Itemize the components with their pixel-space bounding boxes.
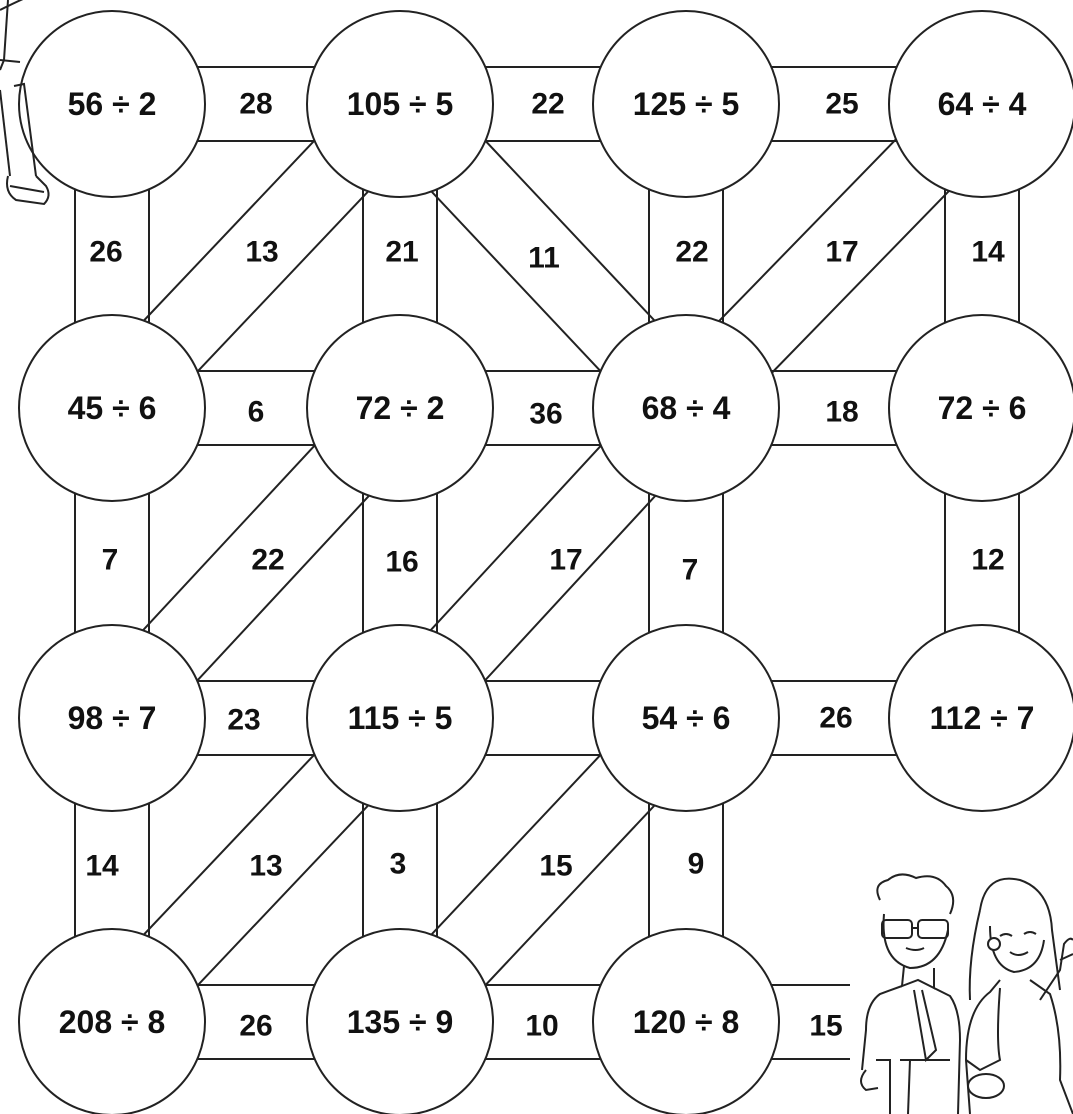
- node-division-expression: 135 ÷ 9: [347, 1004, 454, 1040]
- node-division-expression: 105 ÷ 5: [347, 86, 454, 122]
- path-value-label: 11: [528, 242, 560, 275]
- path-value-label: 21: [385, 236, 418, 269]
- node-r0c3[interactable]: 64 ÷ 4: [889, 11, 1073, 197]
- node-r2c3[interactable]: 112 ÷ 7: [889, 625, 1073, 811]
- path-value-label: 22: [251, 544, 284, 577]
- path-value-label: 36: [529, 398, 562, 431]
- path-value-label: 26: [89, 236, 122, 269]
- node-division-expression: 208 ÷ 8: [59, 1004, 166, 1040]
- path-value-label: 17: [549, 544, 582, 577]
- path-value-label: 16: [385, 546, 418, 579]
- node-division-expression: 56 ÷ 2: [68, 86, 157, 122]
- path-value-label: 10: [525, 1010, 558, 1043]
- node-r2c2[interactable]: 54 ÷ 6: [593, 625, 779, 811]
- path-value-label: 26: [239, 1010, 272, 1043]
- node-r3c1[interactable]: 135 ÷ 9: [307, 929, 493, 1114]
- node-r3c0[interactable]: 208 ÷ 8: [19, 929, 205, 1114]
- node-r1c1[interactable]: 72 ÷ 2: [307, 315, 493, 501]
- maze-path-labels: 28 22 25 26 13 21 11 22 17 14 6 36 18 7 22 16 17 7 12 23 26 1…: [85, 88, 1005, 1043]
- path-value-label: 6: [248, 396, 265, 429]
- path-value-label: 3: [390, 848, 407, 881]
- path-value-label: 17: [825, 236, 858, 269]
- node-r0c2[interactable]: 125 ÷ 5: [593, 11, 779, 197]
- path-value-label: 22: [531, 88, 564, 121]
- node-r3c2[interactable]: 120 ÷ 8: [593, 929, 779, 1114]
- path-value-label: 13: [245, 236, 278, 269]
- node-division-expression: 45 ÷ 6: [68, 390, 157, 426]
- node-division-expression: 115 ÷ 5: [348, 700, 453, 736]
- node-division-expression: 125 ÷ 5: [633, 86, 740, 122]
- node-r2c0[interactable]: 98 ÷ 7: [19, 625, 205, 811]
- path-value-label: 7: [102, 544, 119, 577]
- node-r1c3[interactable]: 72 ÷ 6: [889, 315, 1073, 501]
- path-value-label: 12: [971, 544, 1004, 577]
- node-division-expression: 68 ÷ 4: [642, 390, 731, 426]
- path-value-label: 9: [688, 848, 705, 881]
- maze-nodes: 56 ÷ 2 105 ÷ 5 125 ÷ 5 64 ÷ 4 45 ÷ 6 72 ÷ 2 68…: [19, 11, 1073, 1114]
- node-r1c0[interactable]: 45 ÷ 6: [19, 315, 205, 501]
- path-value-label: 26: [819, 702, 852, 735]
- path-value-label: 13: [249, 850, 282, 883]
- node-division-expression: 72 ÷ 6: [938, 390, 1027, 426]
- path-value-label: 22: [675, 236, 708, 269]
- path-value-label: 18: [825, 396, 858, 429]
- path-value-label: 15: [539, 850, 572, 883]
- node-division-expression: 120 ÷ 8: [633, 1004, 740, 1040]
- couple-illustration: [861, 874, 1073, 1114]
- node-r2c1[interactable]: 115 ÷ 5: [307, 625, 493, 811]
- path-value-label: 7: [682, 554, 699, 587]
- node-r0c1[interactable]: 105 ÷ 5: [307, 11, 493, 197]
- path-value-label: 25: [825, 88, 858, 121]
- node-division-expression: 72 ÷ 2: [356, 390, 445, 426]
- node-division-expression: 64 ÷ 4: [938, 86, 1027, 122]
- node-r1c2[interactable]: 68 ÷ 4: [593, 315, 779, 501]
- maze-paths: [75, 67, 1019, 1059]
- path-value-label: 14: [85, 850, 119, 883]
- path-value-label: 14: [971, 236, 1005, 269]
- path-value-label: 28: [239, 88, 272, 121]
- node-division-expression: 98 ÷ 7: [68, 700, 157, 736]
- node-division-expression: 112 ÷ 7: [930, 700, 1035, 736]
- path-value-label: 23: [227, 704, 260, 737]
- node-r0c0[interactable]: 56 ÷ 2: [19, 11, 205, 197]
- node-division-expression: 54 ÷ 6: [642, 700, 731, 736]
- path-value-label: 15: [809, 1010, 842, 1043]
